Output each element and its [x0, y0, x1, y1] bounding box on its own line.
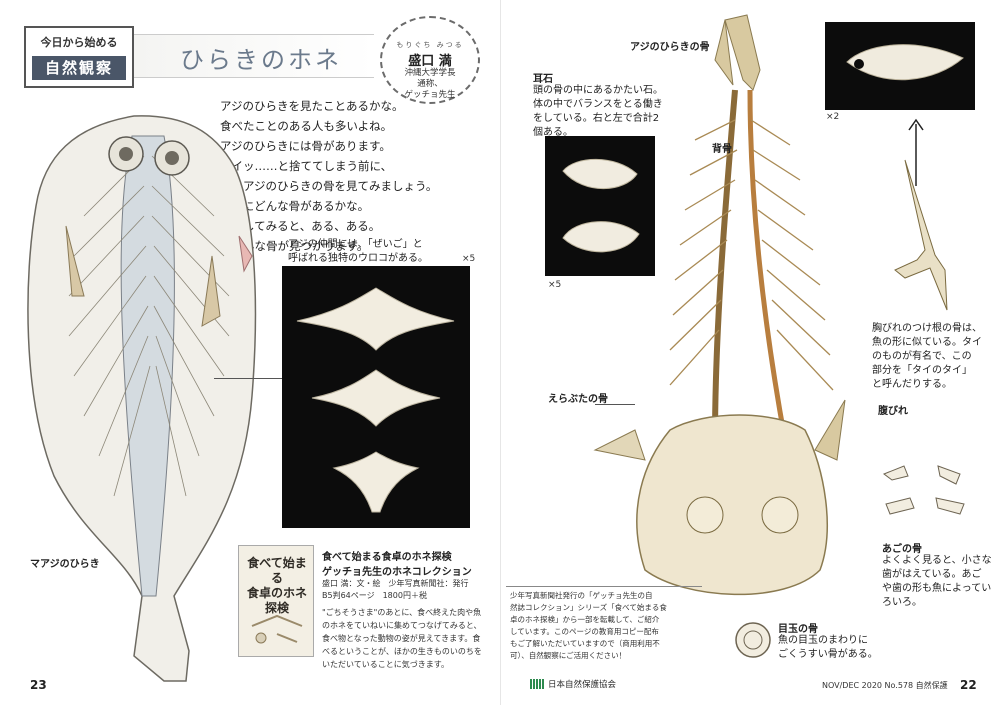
author-alias-1: 通称、 — [417, 79, 443, 89]
jaw-desc-line: よくよく見ると、小さな — [882, 555, 992, 566]
opened-horse-mackerel-illustration — [27, 115, 257, 682]
skeleton-title: アジのひらきの骨 — [630, 42, 710, 53]
publisher-logo: 日本自然保護協会 — [530, 678, 616, 690]
notice-line: 然誌コレクション」シリーズ「食べて始まる食 — [510, 603, 667, 612]
author-name: 盛口 満 — [408, 54, 452, 69]
intro-line: 食べたことのある人も多いよね。 — [220, 119, 393, 133]
intro-line: アジのひらきを見たことあるかな。 — [220, 99, 404, 113]
otolith-photo — [545, 136, 655, 276]
pectoral-desc-line: 胸びれのつけ根の骨は、 — [872, 323, 982, 334]
pectoral-desc-line: と呼んだりする。 — [872, 379, 952, 390]
reprint-notice: 少年写真新聞社発行の「ゲッチョ先生の自 然誌コレクション」シリーズ「食べて始まる… — [510, 590, 700, 662]
pectoral-bone-drawing — [846, 44, 964, 81]
leader-line — [595, 404, 635, 405]
publisher-name: 日本自然保護協会 — [548, 680, 617, 690]
pectoral-desc-line: のものが有名で、この — [872, 351, 972, 362]
intro-line: そのアジのひらきの骨を見てみましょう。 — [220, 179, 438, 193]
notice-line: 少年写真新聞社発行の「ゲッチョ先生の自 — [510, 591, 653, 600]
zeigo-scales-photo — [282, 266, 470, 528]
book-desc-line: のホネをていねいに集めてつなげてみると、 — [322, 621, 482, 630]
fish-label: マアジのひらき — [30, 559, 100, 570]
intro-text: アジのひらきを見たことあるかな。 食べたことのある人も多いよね。 アジのひらきに… — [220, 96, 490, 256]
jaw-desc-line: や歯の形も魚によってい — [882, 583, 992, 594]
scale-caption-1: アジの仲間には、「ぜいご」と — [288, 239, 423, 250]
scale-magnification: ×5 — [462, 254, 476, 264]
title-band — [134, 34, 374, 78]
jaw-bones-illustration — [882, 465, 965, 515]
pectoral-magnification: ×2 — [826, 112, 840, 122]
scale-caption-2: 呼ばれる独特のウロコがある。 — [288, 253, 428, 264]
jaw-desc-line: 歯がはえている。あご — [882, 569, 982, 580]
jaw-title: あごの骨 — [882, 544, 922, 555]
otolith-description: 頭の骨の中にあるかたい石。 体の中でバランスをとる働き をしている。右と左で合計… — [533, 84, 693, 140]
jaw-desc-line: ろいろ。 — [882, 597, 922, 608]
backbone-label: 背骨 — [712, 144, 732, 155]
book-cover-line: 食卓のホネ探検 — [246, 586, 307, 615]
book-cover-line: 食べて始まる — [247, 556, 307, 585]
leader-line — [214, 378, 284, 379]
eye-bone-title: 目玉の骨 — [778, 624, 818, 635]
otolith-title: 耳石 — [533, 74, 553, 85]
issue-info: NOV/DEC 2020 No.578 自然保護 — [822, 681, 948, 690]
notice-border — [506, 586, 702, 668]
book-spec: B5判64ページ 1800円＋税 — [322, 591, 427, 600]
pectoral-description: 胸びれのつけ根の骨は、 魚の形に似ている。タイ のものが有名で、この 部分を「タ… — [872, 322, 992, 392]
otolith-desc-line: 個ある。 — [533, 127, 573, 138]
eye-desc-line: ごくうすい骨がある。 — [778, 649, 878, 660]
book-cover: 食べて始まる 食卓のホネ探検 — [238, 545, 314, 657]
author-badge — [380, 16, 480, 104]
series-header: 今日から始める 自然観察 — [24, 26, 134, 88]
author-role: 沖縄大学学長 — [404, 68, 456, 78]
page-title: ひらきのホネ — [180, 46, 342, 74]
spread-divider — [500, 0, 501, 705]
eye-bone-description: 魚の目玉のまわりに ごくうすい骨がある。 — [778, 634, 898, 662]
eye-desc-line: 魚の目玉のまわりに — [778, 635, 868, 646]
page-number-right: 22 — [960, 678, 977, 692]
horse-mackerel-skeleton-illustration — [593, 14, 846, 596]
intro-line: ポイッ……と捨ててしまう前に、 — [220, 159, 393, 173]
notice-line: しています。このページの教育用コピー配布 — [510, 627, 659, 636]
book-cover-bone-sketches — [251, 614, 303, 644]
logo-mark-icon — [530, 679, 544, 689]
pectoral-desc-line: 魚の形に似ている。タイ — [872, 337, 982, 348]
book-subtitle: ゲッチョ先生のホネコレクション — [322, 567, 472, 578]
intro-line: 気にしてみると、ある、ある。 — [220, 219, 381, 233]
gill-cover-label: えらぶたの骨 — [548, 394, 608, 405]
notice-line: 可）、自然観察にご活用ください！ — [510, 651, 627, 660]
book-credit: 盛口 満：文・絵 少年写真新聞社：発行 — [322, 579, 469, 588]
pectoral-fin-bone-illustration — [894, 159, 948, 311]
book-desc-line: いただいていることに気づきます。 — [322, 660, 449, 669]
book-desc-line: "ごちそうさま"のあとに、食べ終えた肉や魚 — [322, 608, 482, 617]
otolith-magnification: ×5 — [548, 280, 562, 290]
pelvic-fin-label: 腹びれ — [878, 406, 908, 417]
zeigo-scales-drawing — [296, 287, 455, 513]
book-desc-line: 食べ物となった動物の姿が見えてきます。食 — [322, 634, 481, 643]
pectoral-bone-photo — [825, 22, 975, 110]
intro-line: いろんな骨が見つかります。 — [220, 239, 369, 253]
otolith-drawing — [562, 158, 640, 253]
series-small-title: 今日から始める — [40, 36, 118, 49]
author-alias-2: ゲッチョ先生 — [404, 90, 456, 100]
book-desc-line: べるということが、ほかの生きものいのちを — [322, 647, 482, 656]
page-number-left: 23 — [30, 678, 47, 692]
intro-line: アジのひらきには骨があります。 — [220, 139, 391, 153]
notice-line: 卓のホネ探検」から一部を転載して、ご紹介 — [510, 615, 660, 624]
author-ruby: もりぐち みつる — [396, 41, 464, 49]
jaw-description: よくよく見ると、小さな 歯がはえている。あご や歯の形も魚によってい ろいろ。 — [882, 554, 992, 610]
otolith-desc-line: 体の中でバランスをとる働き — [533, 99, 663, 110]
book-description: "ごちそうさま"のあとに、食べ終えた肉や魚 のホネをていねいに集めてつなげてみる… — [322, 606, 492, 671]
series-big-title: 自然観察 — [32, 56, 126, 80]
pectoral-desc-line: 部分を「タイのタイ」 — [872, 365, 972, 376]
up-arrow-icon — [908, 118, 924, 186]
book-cover-title: 食べて始まる 食卓のホネ探検 — [243, 556, 311, 616]
notice-line: もご了解いただいていますので（商用利用不 — [510, 639, 660, 648]
eye-bone-illustration — [735, 622, 771, 658]
otolith-desc-line: 頭の骨の中にあるかたい石。 — [533, 85, 663, 96]
book-title: 食べて始まる食卓のホネ探検 — [322, 552, 452, 563]
intro-line: どこにどんな骨があるかな。 — [220, 199, 370, 213]
otolith-desc-line: をしている。右と左で合計2 — [533, 113, 660, 124]
